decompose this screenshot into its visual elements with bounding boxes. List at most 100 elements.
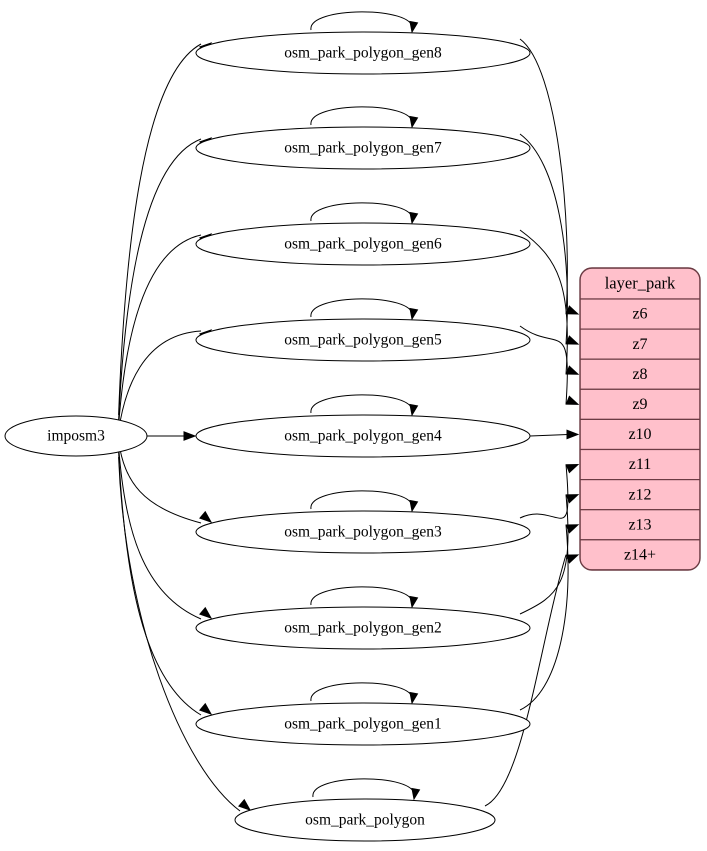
self-loop-edge-osm_park_polygon_gen8 (310, 11, 413, 31)
edge-arrowhead (199, 702, 213, 715)
node-ellipse-osm_park_polygon_gen8[interactable] (195, 31, 531, 75)
self-loop-edge-osm_park_polygon_gen1 (310, 682, 413, 702)
edge-arrowhead (409, 691, 419, 705)
nodes-layer: osm_park_polygon_gen8 osm_park_polygon_ge… (4, 31, 531, 842)
edge-arrowhead (565, 464, 580, 474)
node-ellipse-imposm3[interactable] (4, 415, 148, 457)
node-osm_park_polygon_gen4[interactable]: osm_park_polygon_gen4 (195, 414, 531, 458)
node-label-osm_park_polygon: osm_park_polygon (305, 812, 425, 829)
edge-imposm3-to-osm_park_polygon_gen7 (118, 138, 202, 421)
edge-arrowhead (565, 335, 580, 345)
node-osm_park_polygon_gen2[interactable]: osm_park_polygon_gen2 (195, 606, 531, 650)
node-ellipse-osm_park_polygon[interactable] (234, 798, 496, 842)
edge-arrowhead (565, 305, 580, 315)
edge-arrowhead (199, 510, 213, 523)
edge-osm_park_polygon_gen4-to-z10 (529, 433, 569, 437)
edge-arrowhead (565, 554, 580, 564)
edge-imposm3-to-osm_park_polygon_gen6 (118, 234, 202, 426)
table-row-z13[interactable] (580, 509, 700, 541)
table-row-label-z13: z13 (628, 516, 651, 533)
table-row-label-z6: z6 (632, 306, 647, 323)
edge-arrowhead (566, 429, 580, 440)
self-loop-edge-osm_park_polygon_gen2 (310, 586, 413, 606)
edge-imposm3-to-osm_park_polygon_gen2 (118, 446, 202, 620)
table-row-z12[interactable] (580, 479, 700, 511)
self-loop-edge-osm_park_polygon_gen5 (310, 298, 413, 318)
node-label-osm_park_polygon_gen5: osm_park_polygon_gen5 (284, 332, 442, 349)
edge-arrowhead (409, 595, 419, 609)
node-ellipse-osm_park_polygon_gen4[interactable] (195, 414, 531, 458)
edges-layer (118, 11, 580, 812)
node-ellipse-osm_park_polygon_gen6[interactable] (195, 222, 531, 266)
node-ellipse-osm_park_polygon_gen1[interactable] (195, 702, 531, 746)
edge-arrowhead (565, 524, 580, 534)
edge-arrowhead (409, 403, 419, 417)
edge-osm_park_polygon_gen6-to-z8 (519, 229, 568, 375)
edge-arrowhead (409, 115, 419, 129)
edge-arrowhead (199, 606, 213, 619)
table-row-label-z12: z12 (628, 486, 651, 503)
edge-imposm3-to-osm_park_polygon_gen8 (118, 43, 202, 415)
node-osm_park_polygon_gen7[interactable]: osm_park_polygon_gen7 (195, 126, 531, 170)
table-row-label-z8: z8 (632, 366, 647, 383)
node-imposm3[interactable]: imposm3 (4, 415, 148, 457)
node-osm_park_polygon_gen8[interactable]: osm_park_polygon_gen8 (195, 31, 531, 75)
self-loop-edge-osm_park_polygon_gen6 (310, 202, 413, 222)
edge-imposm3-to-osm_park_polygon_gen5 (118, 330, 202, 431)
table-row-label-z7: z7 (632, 336, 647, 353)
table-row-z14plus[interactable] (580, 539, 700, 570)
edge-osm_park_polygon-to-z14plus (484, 554, 567, 807)
edge-arrowhead (183, 431, 197, 441)
table-row-label-z9: z9 (632, 396, 647, 413)
node-label-osm_park_polygon_gen6: osm_park_polygon_gen6 (284, 236, 442, 253)
edge-osm_park_polygon_gen3-to-z11 (519, 464, 569, 519)
edge-arrowhead (238, 798, 252, 811)
node-osm_park_polygon_gen5[interactable]: osm_park_polygon_gen5 (195, 318, 531, 362)
edge-osm_park_polygon_gen5-to-z9 (519, 325, 568, 405)
node-ellipse-osm_park_polygon_gen7[interactable] (195, 126, 531, 170)
node-label-osm_park_polygon_gen1: osm_park_polygon_gen1 (284, 716, 442, 733)
node-ellipse-osm_park_polygon_gen3[interactable] (195, 510, 531, 554)
self-loop-edge-osm_park_polygon_gen4 (310, 394, 413, 414)
edge-imposm3-to-osm_park_polygon_gen1 (118, 451, 202, 716)
node-label-osm_park_polygon_gen4: osm_park_polygon_gen4 (284, 428, 442, 445)
table-row-label-z10: z10 (628, 426, 651, 443)
edge-arrowhead (565, 395, 580, 405)
table-row-z10[interactable] (580, 418, 700, 451)
table-row-label-z11: z11 (629, 456, 652, 473)
edge-imposm3-to-osm_park_polygon (118, 457, 241, 812)
node-osm_park_polygon[interactable]: osm_park_polygon (234, 798, 496, 842)
edge-osm_park_polygon_gen8-to-z6 (519, 38, 568, 315)
table-row-z6[interactable] (580, 298, 700, 330)
table-row-z9[interactable] (580, 388, 700, 420)
table-row-z7[interactable] (580, 328, 700, 360)
edge-arrowhead (409, 307, 419, 321)
edge-arrowhead (565, 365, 580, 375)
table-outline (579, 267, 701, 571)
node-label-osm_park_polygon_gen7: osm_park_polygon_gen7 (284, 140, 442, 157)
node-label-osm_park_polygon_gen3: osm_park_polygon_gen3 (284, 524, 442, 541)
node-osm_park_polygon_gen6[interactable]: osm_park_polygon_gen6 (195, 222, 531, 266)
table-row-label-z14plus: z14+ (624, 547, 656, 564)
node-label-osm_park_polygon_gen2: osm_park_polygon_gen2 (284, 620, 442, 637)
edge-arrowhead (409, 211, 419, 225)
layer-park-table: layer_park z6 z7 z8 z9 z10 z11 z12 z13 z14+ (579, 267, 701, 571)
edge-imposm3-to-osm_park_polygon_gen3 (118, 441, 202, 524)
node-osm_park_polygon_gen3[interactable]: osm_park_polygon_gen3 (195, 510, 531, 554)
node-ellipse-osm_park_polygon_gen5[interactable] (195, 318, 531, 362)
edge-arrowhead (411, 787, 421, 801)
edge-arrowhead (409, 499, 419, 513)
self-loop-edge-osm_park_polygon (312, 778, 415, 798)
table-header-label: layer_park (605, 273, 676, 292)
node-osm_park_polygon_gen1[interactable]: osm_park_polygon_gen1 (195, 702, 531, 746)
edge-osm_park_polygon_gen7-to-z7 (519, 133, 568, 345)
node-label-osm_park_polygon_gen8: osm_park_polygon_gen8 (284, 45, 442, 62)
edge-osm_park_polygon_gen2-to-z12 (519, 494, 569, 615)
node-label-imposm3: imposm3 (47, 428, 105, 445)
self-loop-edge-osm_park_polygon_gen3 (310, 490, 413, 510)
self-loop-edge-osm_park_polygon_gen7 (310, 106, 413, 126)
node-ellipse-osm_park_polygon_gen2[interactable] (195, 606, 531, 650)
edge-arrowhead (409, 20, 419, 34)
